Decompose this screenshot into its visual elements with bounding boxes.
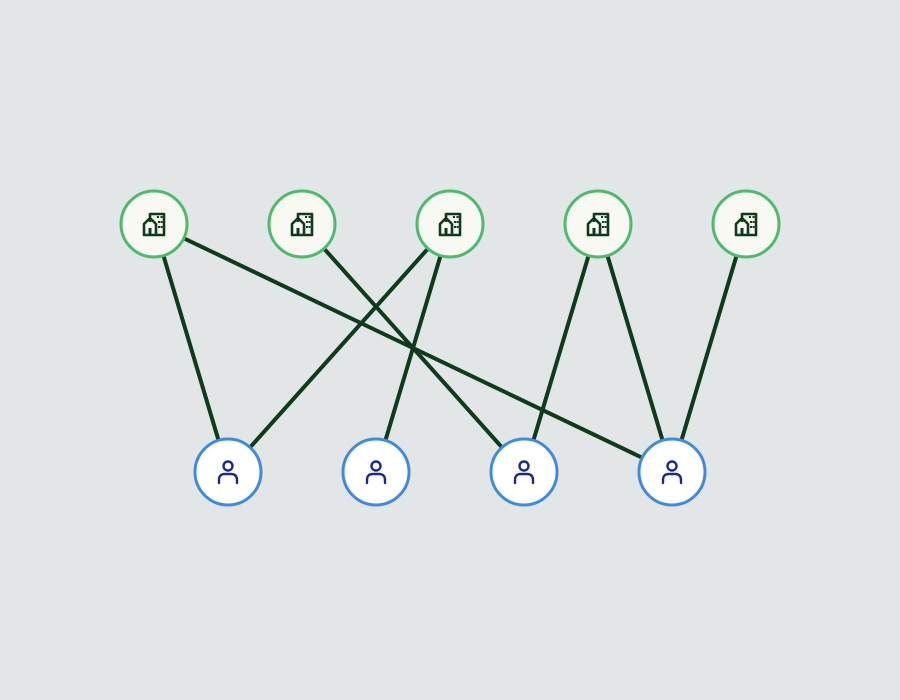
building-icon xyxy=(734,212,758,237)
node-p3 xyxy=(489,437,559,507)
nodes-layer xyxy=(119,189,781,507)
node-b3 xyxy=(415,189,485,259)
node-b5 xyxy=(711,189,781,259)
building-icon xyxy=(290,212,314,237)
node-p1 xyxy=(193,437,263,507)
edge-b5-p4 xyxy=(670,222,748,474)
node-b2 xyxy=(267,189,337,259)
node-p4 xyxy=(637,437,707,507)
person-icon xyxy=(217,460,239,485)
person-icon xyxy=(513,460,535,485)
node-b1 xyxy=(119,189,189,259)
person-icon xyxy=(365,460,387,485)
edge-b3-p2 xyxy=(374,222,452,474)
edge-b4-p3 xyxy=(522,222,600,474)
node-circle xyxy=(267,189,337,259)
node-b4 xyxy=(563,189,633,259)
node-circle xyxy=(341,437,411,507)
edge-b1-p1 xyxy=(152,222,230,474)
edge-b3-p1 xyxy=(226,222,452,474)
building-icon xyxy=(438,212,462,237)
edge-b4-p4 xyxy=(596,222,674,474)
node-circle xyxy=(563,189,633,259)
node-p2 xyxy=(341,437,411,507)
building-icon xyxy=(586,212,610,237)
node-circle xyxy=(119,189,189,259)
node-circle xyxy=(637,437,707,507)
node-circle xyxy=(711,189,781,259)
node-circle xyxy=(193,437,263,507)
building-icon xyxy=(142,212,166,237)
person-icon xyxy=(661,460,683,485)
edges-layer xyxy=(152,222,748,474)
node-circle xyxy=(415,189,485,259)
node-circle xyxy=(489,437,559,507)
